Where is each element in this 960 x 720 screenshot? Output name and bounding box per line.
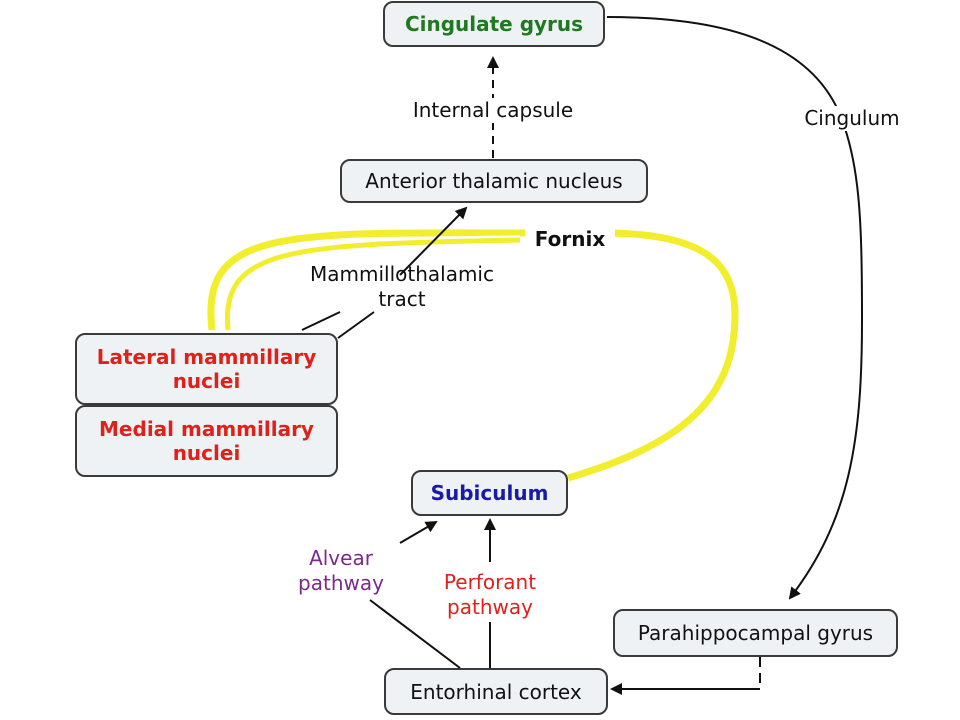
parahippocampal-gyrus-node: Parahippocampal gyrus (613, 609, 898, 657)
medial-mammillary-nuclei-node: Medial mammillary nuclei (75, 405, 338, 477)
mammillothalamic-label-line1: Mammillothalamic (309, 262, 494, 286)
internal-capsule-label: Internal capsule (398, 98, 588, 123)
alvear-label-line2: pathway (298, 571, 384, 595)
fornix-loop (207, 229, 739, 482)
alvear-label-line1: Alvear (309, 546, 373, 570)
perforant-label-line2: pathway (447, 595, 533, 619)
mammillothalamic-tail-b (337, 311, 375, 339)
mammillothalamic-tail-a (301, 311, 341, 331)
medial-mammillary-text-line2: nuclei (172, 441, 241, 465)
anterior-thalamic-nucleus-text: Anterior thalamic nucleus (365, 169, 623, 193)
subiculum-node: Subiculum (411, 470, 568, 516)
fornix-strand-outline (220, 235, 521, 331)
alvear-line (369, 599, 461, 669)
anterior-thalamic-nucleus-node: Anterior thalamic nucleus (340, 159, 648, 203)
subiculum-text: Subiculum (430, 481, 549, 505)
entorhinal-cortex-text: Entorhinal cortex (410, 679, 582, 704)
lateral-mammillary-nuclei-node: Lateral mammillary nuclei (75, 333, 338, 405)
cingulum-label: Cingulum (794, 106, 910, 131)
cingulate-gyrus-node: Cingulate gyrus (383, 1, 605, 47)
fornix-label: Fornix (525, 227, 615, 252)
parahippocampal-gyrus-text: Parahippocampal gyrus (637, 621, 874, 645)
mammillothalamic-label-line2: tract (378, 287, 426, 311)
entorhinal-cortex-node: Entorhinal cortex (384, 668, 608, 715)
alvear-arrow (399, 520, 438, 544)
perforant-label-line1: Perforant (443, 570, 537, 594)
medial-mammillary-text-line1: Medial mammillary (99, 417, 314, 441)
cingulate-gyrus-text: Cingulate gyrus (404, 12, 584, 36)
fornix-strand-inner (224, 237, 521, 331)
lateral-mammillary-text-line1: Lateral mammillary (96, 345, 317, 369)
cingulum-arrow (606, 16, 864, 600)
lateral-mammillary-text-line2: nuclei (172, 369, 241, 393)
mammillothalamic-arrow (399, 206, 468, 276)
